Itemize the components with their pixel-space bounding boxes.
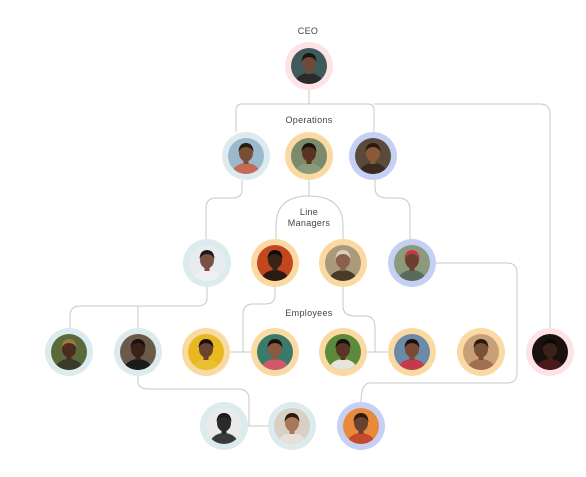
portrait-photo (189, 245, 225, 281)
connector-line (374, 180, 411, 239)
person-avatar-ops-1[interactable] (222, 132, 270, 180)
portrait-photo (355, 138, 391, 174)
person-avatar-lm-4[interactable] (388, 239, 436, 287)
person-avatar-emp-7[interactable] (457, 328, 505, 376)
portrait-photo (291, 138, 327, 174)
portrait-silhouette (398, 339, 426, 370)
person-avatar-emp-5[interactable] (319, 328, 367, 376)
portrait-silhouette (467, 339, 495, 370)
portrait-photo (343, 408, 379, 444)
person-avatar-lm-2[interactable] (251, 239, 299, 287)
connector-line (342, 287, 376, 352)
connector-line (308, 195, 344, 239)
person-avatar-emp-8[interactable] (526, 328, 574, 376)
person-avatar-ops-3[interactable] (349, 132, 397, 180)
portrait-silhouette (124, 339, 152, 370)
portrait-photo (394, 245, 430, 281)
person-avatar-emp-11[interactable] (337, 402, 385, 450)
line-managers-label: Line Managers (287, 207, 331, 228)
person-avatar-emp-3[interactable] (182, 328, 230, 376)
portrait-silhouette (261, 250, 289, 281)
connector-line (235, 103, 375, 132)
employees-label: Employees (285, 308, 333, 318)
person-avatar-lm-3[interactable] (319, 239, 367, 287)
portrait-silhouette (359, 143, 387, 174)
ceo-label: CEO (297, 26, 319, 36)
person-avatar-ops-2[interactable] (285, 132, 333, 180)
person-avatar-emp-2[interactable] (114, 328, 162, 376)
connector-line (205, 180, 243, 239)
portrait-silhouette (55, 339, 83, 370)
portrait-silhouette (278, 413, 306, 444)
portrait-photo (291, 48, 327, 84)
connector-line (360, 262, 518, 403)
portrait-photo (120, 334, 156, 370)
portrait-photo (325, 334, 361, 370)
connector-line (137, 376, 250, 426)
portrait-photo (257, 334, 293, 370)
person-avatar-emp-6[interactable] (388, 328, 436, 376)
connector-line (242, 287, 276, 352)
portrait-photo (394, 334, 430, 370)
portrait-photo (206, 408, 242, 444)
portrait-silhouette (295, 53, 323, 84)
person-avatar-ceo[interactable] (285, 42, 333, 90)
connector-line (275, 195, 310, 239)
portrait-silhouette (398, 250, 426, 281)
portrait-silhouette (347, 413, 375, 444)
portrait-photo (228, 138, 264, 174)
portrait-silhouette (210, 413, 238, 444)
portrait-photo (257, 245, 293, 281)
portrait-silhouette (329, 250, 357, 281)
portrait-silhouette (192, 339, 220, 370)
portrait-photo (463, 334, 499, 370)
portrait-silhouette (232, 143, 260, 174)
portrait-photo (51, 334, 87, 370)
portrait-silhouette (295, 143, 323, 174)
portrait-silhouette (329, 339, 357, 370)
portrait-silhouette (193, 250, 221, 281)
person-avatar-emp-4[interactable] (251, 328, 299, 376)
person-avatar-emp-10[interactable] (268, 402, 316, 450)
portrait-silhouette (536, 339, 564, 370)
connector-line (374, 103, 551, 328)
connector-lines (69, 90, 551, 427)
portrait-silhouette (261, 339, 289, 370)
person-avatar-emp-9[interactable] (200, 402, 248, 450)
portrait-photo (325, 245, 361, 281)
person-avatar-lm-1[interactable] (183, 239, 231, 287)
portrait-photo (188, 334, 224, 370)
operations-label: Operations (285, 115, 333, 125)
portrait-photo (532, 334, 568, 370)
person-avatar-emp-1[interactable] (45, 328, 93, 376)
portrait-photo (274, 408, 310, 444)
